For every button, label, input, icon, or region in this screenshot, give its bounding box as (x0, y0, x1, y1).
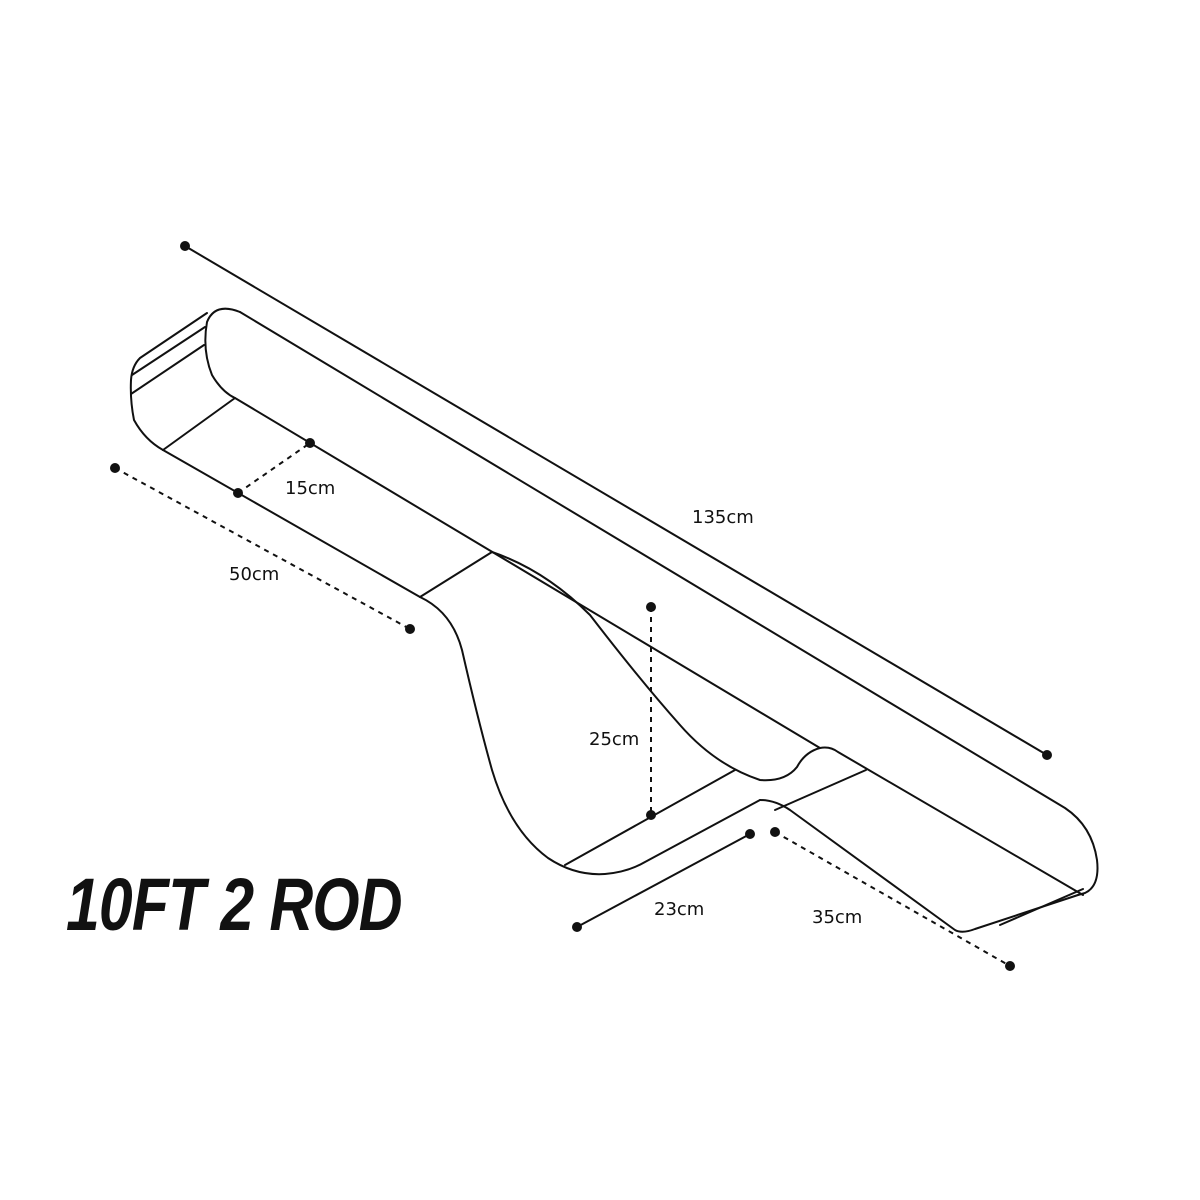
dimension-35cm: 35cm (770, 827, 1015, 971)
label-25cm: 25cm (589, 729, 639, 750)
dimension-15cm: 15cm (233, 438, 335, 499)
label-15cm: 15cm (285, 478, 335, 499)
label-50cm: 50cm (229, 564, 279, 585)
bumper-outline (129, 307, 1099, 933)
dimension-23cm: 23cm (572, 829, 755, 932)
dimension-25cm: 25cm (589, 602, 656, 820)
label-35cm: 35cm (812, 907, 862, 928)
label-135cm: 135cm (692, 507, 754, 528)
dimension-135cm: 135cm (180, 241, 1052, 760)
dimension-50cm: 50cm (110, 463, 415, 634)
label-23cm: 23cm (654, 899, 704, 920)
product-title: 10FT 2 ROD (66, 863, 403, 946)
